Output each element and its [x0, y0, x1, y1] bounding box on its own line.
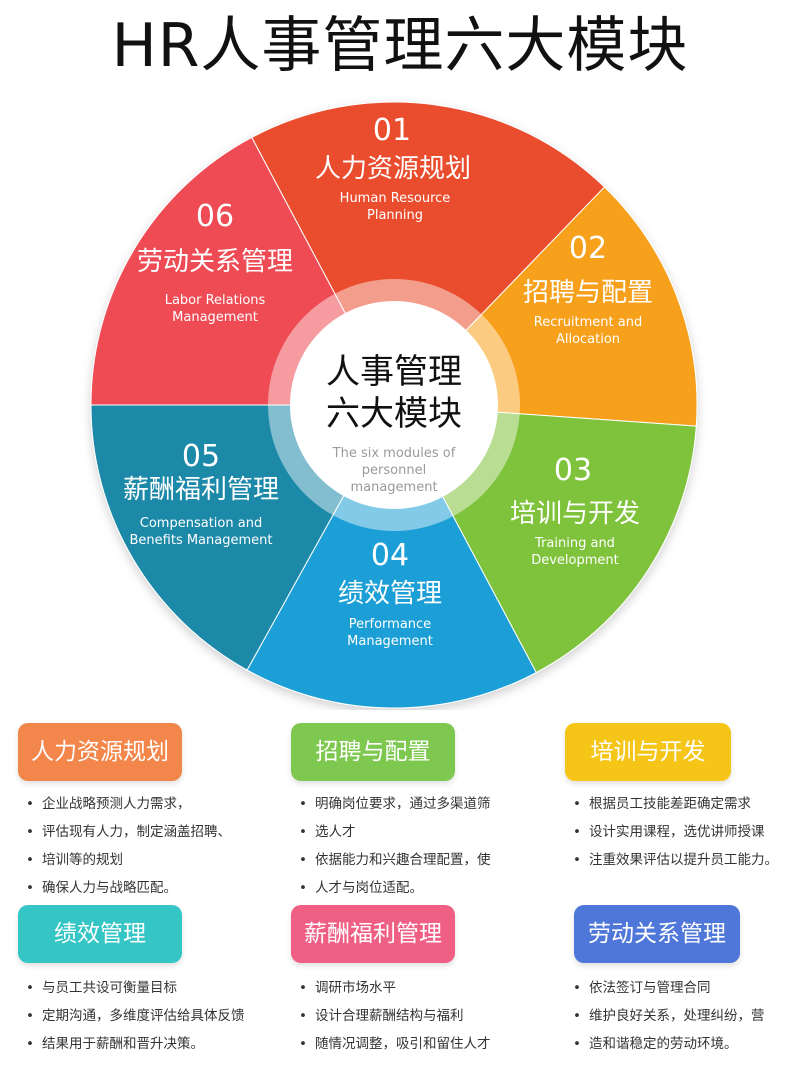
module-tag-recruitment: 招聘与配置 — [291, 723, 455, 781]
list-item: 维护良好关系，处理纠纷，营 — [567, 1002, 799, 1030]
segment-04-number: 04 — [371, 538, 409, 573]
six-modules-wheel: 人事管理 六大模块 The six modules of personnel m… — [90, 101, 698, 709]
list-item: 造和谐稳定的劳动环境。 — [567, 1030, 799, 1058]
page-title: HR人事管理六大模块 — [111, 11, 689, 81]
module-list-training: 根据员工技能差距确定需求 设计实用课程，选优讲师授课 注重效果评估以提升员工能力… — [567, 790, 799, 874]
list-item: 依法签订与管理合同 — [567, 974, 799, 1002]
list-item: 明确岗位要求，通过多渠道筛 — [293, 790, 548, 818]
module-list-recruitment: 明确岗位要求，通过多渠道筛 选人才 依据能力和兴趣合理配置，使 人才与岗位适配。 — [293, 790, 548, 902]
list-item: 随情况调整，吸引和留住人才 — [293, 1030, 548, 1058]
segment-04-title: 绩效管理 — [338, 579, 442, 609]
segment-02-number: 02 — [569, 231, 607, 266]
segment-01-title: 人力资源规划 — [315, 154, 471, 184]
list-item: 定期沟通，多维度评估给具体反馈 — [20, 1002, 290, 1030]
list-item: 根据员工技能差距确定需求 — [567, 790, 799, 818]
segment-06-title: 劳动关系管理 — [137, 247, 293, 277]
list-item: 调研市场水平 — [293, 974, 548, 1002]
segment-05-number: 05 — [182, 439, 220, 474]
segment-02-en-line2: Allocation — [556, 332, 620, 347]
module-tag-compensation: 薪酬福利管理 — [291, 905, 455, 963]
center-title-line2: 六大模块 — [326, 394, 462, 434]
center-title-line1: 人事管理 — [326, 352, 462, 392]
list-item: 选人才 — [293, 818, 548, 846]
list-item: 培训等的规划 — [20, 846, 275, 874]
segment-03-title: 培训与开发 — [510, 499, 640, 529]
module-list-performance: 与员工共设可衡量目标 定期沟通，多维度评估给具体反馈 结果用于薪酬和晋升决策。 — [20, 974, 290, 1058]
center-subtitle-line2: personnel — [362, 463, 426, 478]
segment-03-number: 03 — [554, 453, 592, 488]
segment-05-title: 薪酬福利管理 — [123, 475, 279, 505]
module-list-labor-relations: 依法签订与管理合同 维护良好关系，处理纠纷，营 造和谐稳定的劳动环境。 — [567, 974, 799, 1058]
module-tag-labor-relations: 劳动关系管理 — [574, 905, 740, 963]
segment-05-en-line1: Compensation and — [140, 516, 262, 531]
segment-04-sector — [246, 403, 537, 709]
segment-02-en-line1: Recruitment and — [534, 315, 642, 330]
segment-04-en-line2: Management — [347, 634, 433, 649]
segment-05-en-line2: Benefits Management — [130, 533, 273, 548]
segment-02-title: 招聘与配置 — [523, 278, 653, 308]
center-subtitle-line1: The six modules of — [332, 446, 456, 461]
segment-01-en-line1: Human Resource — [340, 191, 451, 206]
module-tag-performance: 绩效管理 — [18, 905, 182, 963]
segment-06-en-line2: Management — [172, 310, 258, 325]
segment-06-en-line1: Labor Relations — [165, 293, 266, 308]
list-item: 与员工共设可衡量目标 — [20, 974, 290, 1002]
list-item: 评估现有人力，制定涵盖招聘、 — [20, 818, 275, 846]
segment-06-number: 06 — [196, 199, 234, 234]
module-tag-hr-planning: 人力资源规划 — [18, 723, 182, 781]
segment-03-en-line2: Development — [531, 553, 619, 568]
module-tag-training: 培训与开发 — [565, 723, 731, 781]
segment-01-number: 01 — [373, 113, 411, 148]
list-item: 确保人力与战略匹配。 — [20, 874, 275, 902]
list-item: 企业战略预测人力需求， — [20, 790, 275, 818]
segment-01-en-line2: Planning — [367, 208, 423, 223]
list-item: 依据能力和兴趣合理配置，使 — [293, 846, 548, 874]
list-item: 设计合理薪酬结构与福利 — [293, 1002, 548, 1030]
center-disc — [290, 301, 498, 509]
center-subtitle-line3: management — [350, 480, 437, 495]
module-list-compensation: 调研市场水平 设计合理薪酬结构与福利 随情况调整，吸引和留住人才 — [293, 974, 548, 1058]
segment-04-en-line1: Performance — [349, 617, 431, 632]
list-item: 结果用于薪酬和晋升决策。 — [20, 1030, 290, 1058]
list-item: 设计实用课程，选优讲师授课 — [567, 818, 799, 846]
segment-01-sector — [251, 101, 606, 406]
segment-03-en-line1: Training and — [534, 536, 615, 551]
list-item: 人才与岗位适配。 — [293, 874, 548, 902]
list-item: 注重效果评估以提升员工能力。 — [567, 846, 799, 874]
module-list-hr-planning: 企业战略预测人力需求， 评估现有人力，制定涵盖招聘、 培训等的规划 确保人力与战… — [20, 790, 275, 902]
